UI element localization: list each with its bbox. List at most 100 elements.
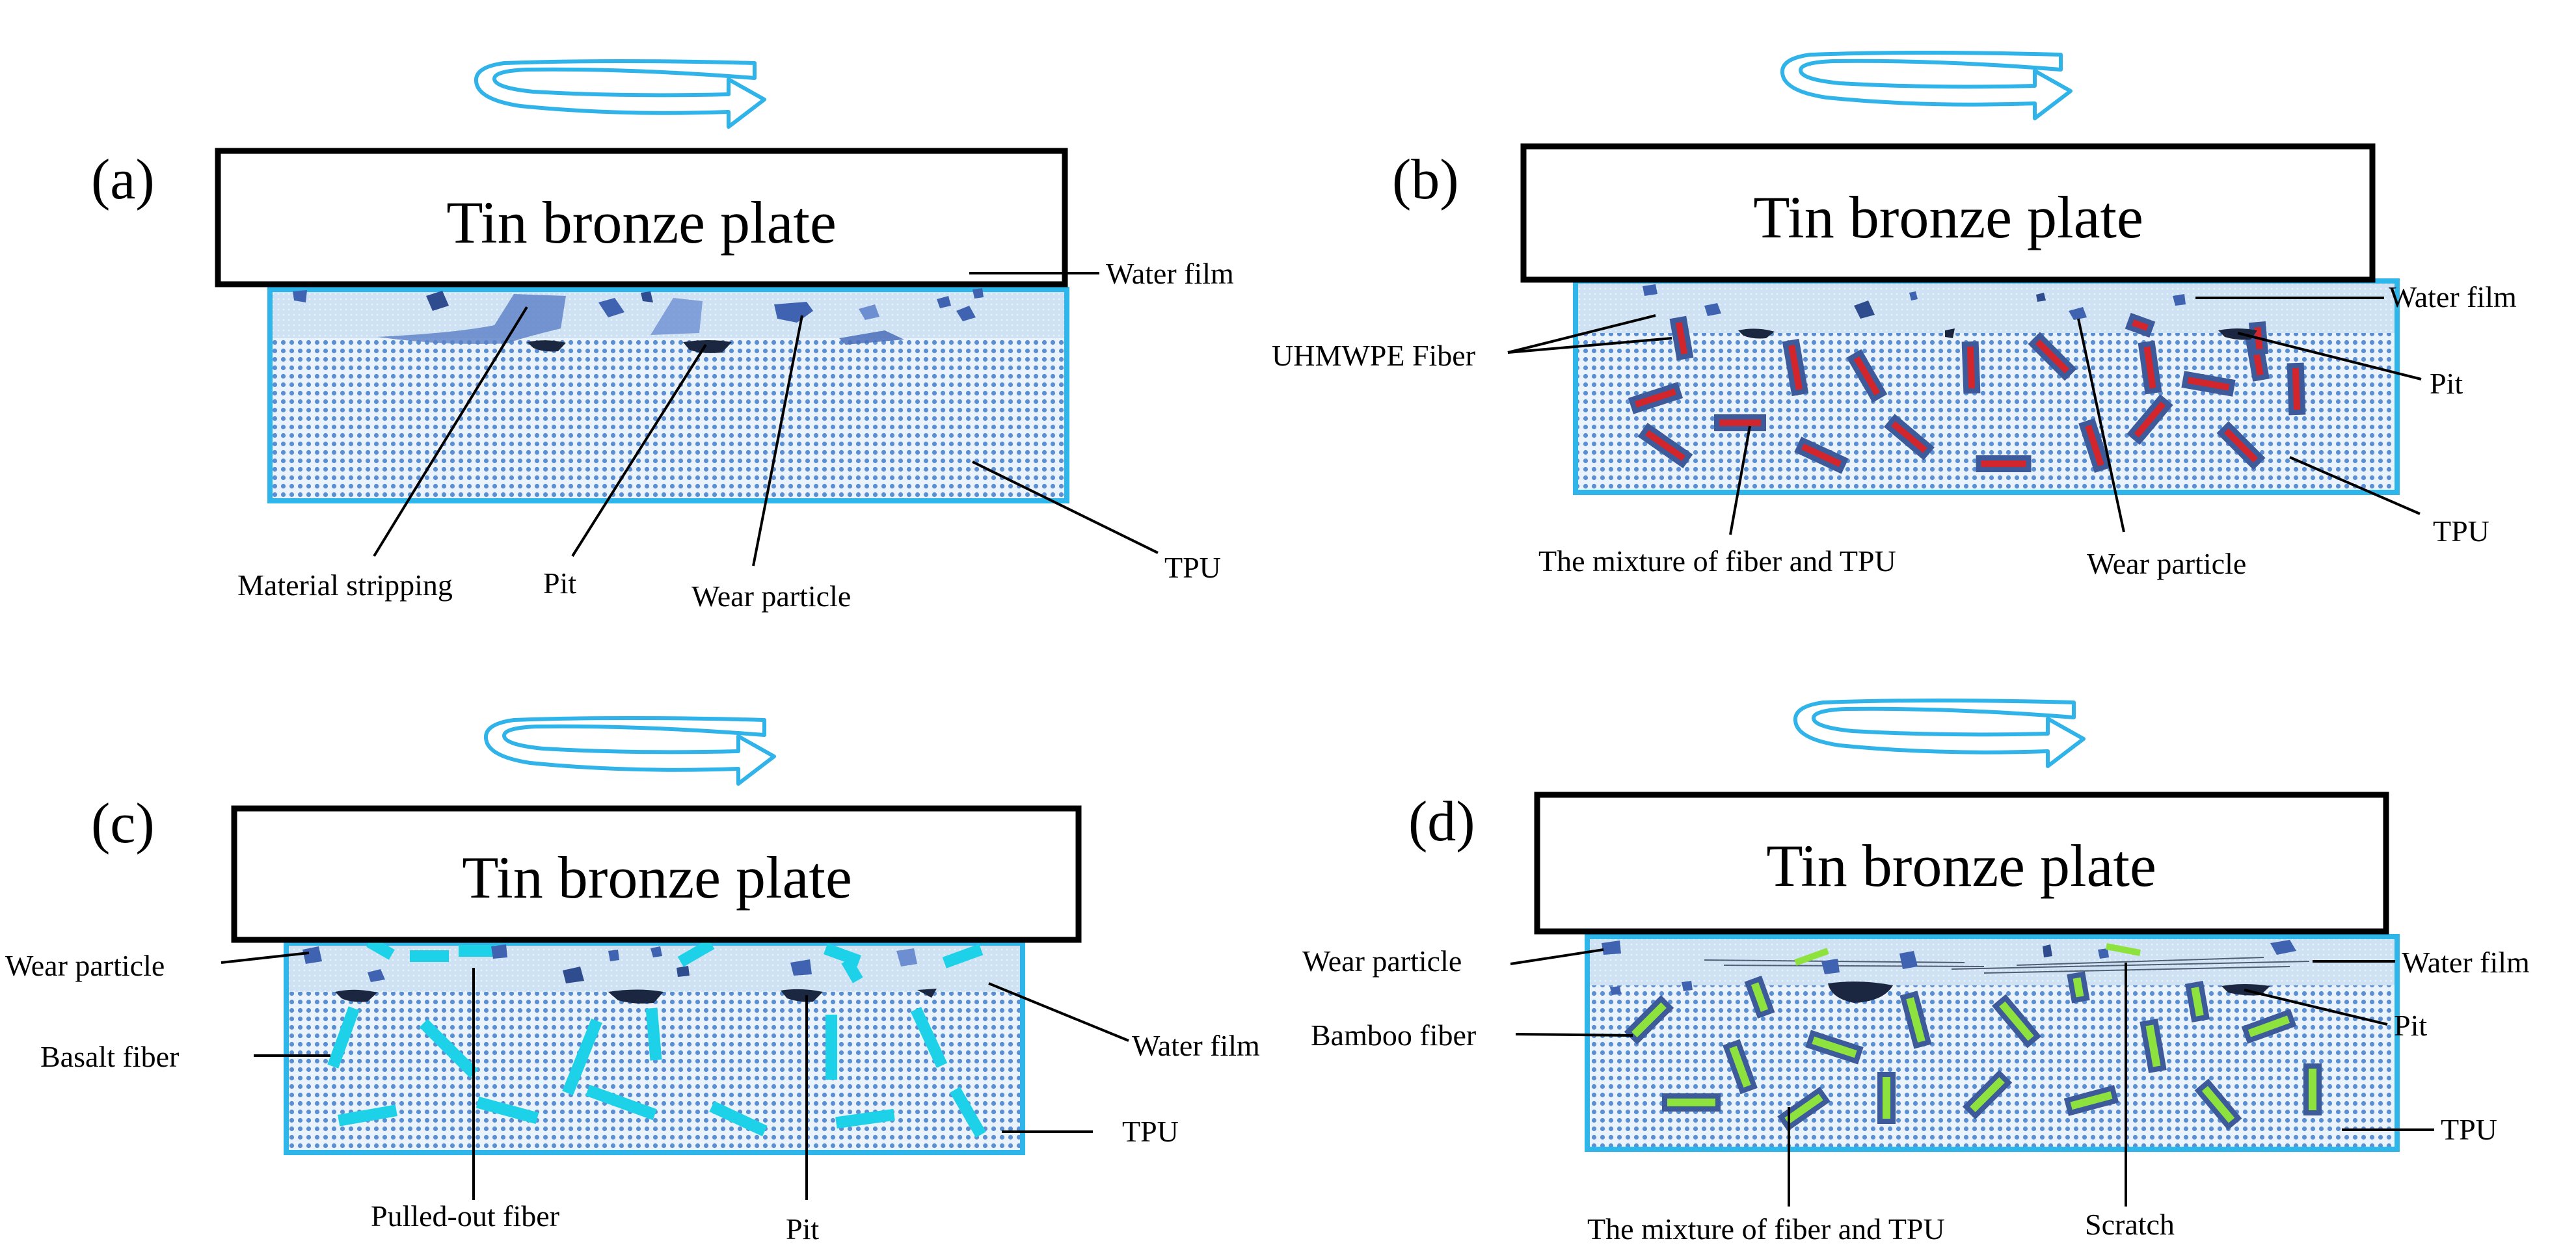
fiber-core xyxy=(2187,377,2230,391)
wear-particle xyxy=(896,948,917,967)
panel-d: (d) Tin bronze plate xyxy=(1302,699,2530,1246)
fiber-core xyxy=(1788,345,1803,390)
basalt-fiber xyxy=(410,950,449,962)
fiber-core xyxy=(1891,421,1927,453)
material-stripping-flake xyxy=(839,330,904,345)
fiber xyxy=(2185,981,2210,1022)
fiber xyxy=(1991,994,2042,1048)
wear-particle xyxy=(973,288,984,299)
fiber-core xyxy=(1853,356,1881,396)
pit xyxy=(1738,328,1775,339)
basalt-fiber xyxy=(476,1097,539,1124)
basalt-fiber xyxy=(585,1084,657,1121)
material-stripping-flake xyxy=(377,294,566,344)
basalt-fiber xyxy=(942,944,984,968)
label-material-stripping: Material stripping xyxy=(237,568,453,602)
wear-particle xyxy=(2036,293,2046,302)
fiber-core xyxy=(1801,443,1842,468)
fiber xyxy=(1744,976,1775,1019)
pit xyxy=(527,340,566,352)
panel-a: (a) Tin bronze plate Water xyxy=(91,59,1234,613)
fiber-core xyxy=(1966,346,1976,389)
wear-particle xyxy=(641,291,653,302)
rotation-arrow-icon xyxy=(1793,699,2086,768)
leader-lines xyxy=(373,272,1159,567)
fiber-core xyxy=(1784,1093,1823,1125)
fiber-core xyxy=(2132,319,2149,331)
pit xyxy=(917,989,937,998)
fiber xyxy=(1628,382,1684,414)
fiber-core xyxy=(1883,1077,1890,1119)
basalt-fiber xyxy=(825,1015,837,1080)
fiber xyxy=(2078,418,2111,474)
wear-particle xyxy=(2173,294,2186,306)
label-tpu: TPU xyxy=(2433,514,2489,548)
basalt-fiber xyxy=(910,1007,948,1068)
fiber xyxy=(1961,341,1981,394)
fiber xyxy=(2140,1019,2167,1073)
panel-letter: (b) xyxy=(1392,148,1459,211)
fiber xyxy=(1884,414,1935,460)
leader-lines xyxy=(1507,297,2422,535)
label-pit: Pit xyxy=(543,567,576,600)
wear-particle xyxy=(651,946,662,957)
fiber xyxy=(2216,421,2266,470)
label-water-film: Water film xyxy=(1132,1029,1260,1062)
fiber xyxy=(2127,394,2173,445)
fiber-core xyxy=(2073,977,2084,998)
label-scratch: Scratch xyxy=(2085,1208,2175,1241)
label-wear-particle: Wear particle xyxy=(5,949,165,982)
scratch-fiber xyxy=(1794,948,1829,966)
label-water-film: Water film xyxy=(2402,946,2530,979)
wear-debris xyxy=(302,944,937,1004)
panel-letter: (d) xyxy=(1408,790,1475,853)
basalt-fiber xyxy=(562,1018,602,1096)
label-basalt-fiber: Basalt fiber xyxy=(40,1040,179,1073)
label-wear-particle: Wear particle xyxy=(691,580,851,613)
fiber xyxy=(1794,436,1849,474)
wear-particle xyxy=(368,969,385,982)
fiber-core xyxy=(2223,428,2259,463)
fiber xyxy=(2125,312,2156,338)
pit xyxy=(781,989,823,1002)
basalt-fiber xyxy=(338,1104,397,1127)
tin-bronze-plate xyxy=(1534,792,2389,935)
wear-particle xyxy=(677,966,690,977)
wear-particle xyxy=(302,946,322,964)
fiber xyxy=(1669,315,1694,361)
panel-letter: (c) xyxy=(91,792,155,855)
wear-particle xyxy=(2069,307,2087,320)
fiber xyxy=(2063,1085,2119,1116)
tin-bronze-plate xyxy=(1520,143,2376,283)
pit xyxy=(1828,981,1893,1003)
tin-bronze-plate xyxy=(215,148,1068,287)
fiber-core xyxy=(1635,388,1676,408)
fiber-core xyxy=(1999,1001,2034,1041)
fiber-core xyxy=(1644,430,1686,461)
basalt-fiber xyxy=(835,1108,895,1129)
wear-particle xyxy=(1704,303,1721,316)
label-tpu: TPU xyxy=(2441,1113,2497,1146)
basalt-fiber xyxy=(841,957,863,983)
label-mixture: The mixture of fiber and TPU xyxy=(1587,1212,1945,1246)
fiber-core xyxy=(2143,346,2156,389)
fiber-core xyxy=(1906,997,1925,1043)
label-uhmwpe-fiber: UHMWPE Fiber xyxy=(1272,339,1475,372)
material-stripping-flake xyxy=(651,298,703,335)
label-pit: Pit xyxy=(2394,1009,2427,1042)
fiber-core xyxy=(1719,420,1761,426)
bamboo-fibers xyxy=(1624,971,2322,1132)
basalt-fiber xyxy=(677,939,715,967)
wear-particle xyxy=(2043,944,2052,957)
wear-particle xyxy=(563,967,584,983)
label-pit: Pit xyxy=(786,1212,819,1246)
wear-particle xyxy=(293,290,307,302)
wear-particle xyxy=(937,296,951,308)
basalt-fiber xyxy=(950,1086,986,1138)
water-film-layer xyxy=(1587,937,2397,985)
rotation-arrow-shape xyxy=(1793,699,2086,768)
plate-label: Tin bronze plate xyxy=(1766,833,2156,899)
wear-particle xyxy=(1610,986,1621,995)
wear-particle xyxy=(859,304,879,320)
